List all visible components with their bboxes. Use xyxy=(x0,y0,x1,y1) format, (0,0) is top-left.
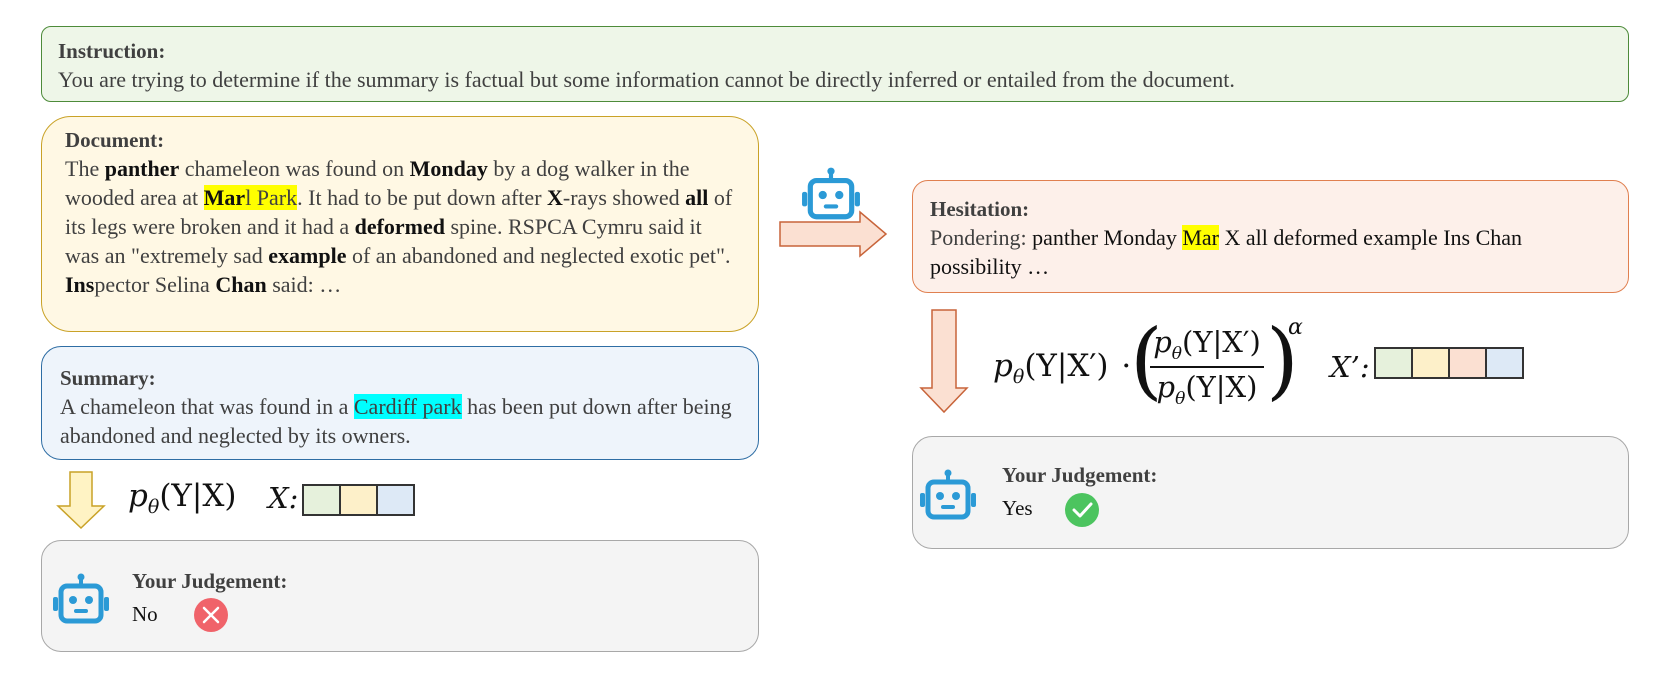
judgement-box-right: Your Judgement: Yes xyxy=(912,436,1629,549)
judgement-value: No xyxy=(132,602,158,626)
formula-right-paren: ) xyxy=(1266,311,1299,409)
instruction-label: Instruction: xyxy=(58,39,166,63)
x-prime-label: X’: xyxy=(1330,350,1370,384)
x-label-left: X: xyxy=(268,481,299,515)
robot-icon xyxy=(920,469,976,520)
hesitation-label: Hesitation: xyxy=(930,197,1030,221)
token-blue xyxy=(1487,349,1522,377)
formula-left-paren: ( xyxy=(1130,311,1163,409)
token-blocks-right xyxy=(1374,347,1524,379)
down-arrow-orange xyxy=(919,309,969,414)
token-yellow xyxy=(341,486,378,514)
document-label: Document: xyxy=(65,128,165,152)
token-green xyxy=(1376,349,1413,377)
robot-icon xyxy=(53,573,109,624)
fraction-bar xyxy=(1150,365,1264,368)
hesitation-highlight: Mar xyxy=(1182,225,1220,250)
judgement-label: Your Judgement: xyxy=(132,569,288,593)
judgement-box-left: Your Judgement: No xyxy=(41,540,759,652)
summary-box: Summary: A chameleon that was found in a… xyxy=(41,346,759,460)
instruction-text: You are trying to determine if the summa… xyxy=(58,67,1235,92)
hesitation-box: Hesitation: Pondering: panther Monday Ma… xyxy=(912,180,1629,293)
instruction-box: Instruction: You are trying to determine… xyxy=(41,26,1629,102)
token-blocks-left xyxy=(302,484,415,516)
formula-right-prefix: pθ(Y|X′) · xyxy=(993,348,1132,389)
check-icon xyxy=(1065,493,1099,527)
hesitation-text: Pondering: panther Monday Mar X all defo… xyxy=(930,225,1523,279)
fraction-denominator: pθ(Y|X) xyxy=(1156,369,1258,409)
formula-left: pθ(Y|X) xyxy=(128,478,237,519)
right-arrow-orange xyxy=(779,210,888,258)
down-arrow-yellow xyxy=(56,471,106,530)
token-green xyxy=(304,486,341,514)
summary-text: A chameleon that was found in a Cardiff … xyxy=(60,394,732,448)
formula-fraction: pθ(Y|X′) pθ(Y|X) xyxy=(1150,325,1264,409)
document-text: The panther chameleon was found on Monda… xyxy=(65,156,733,297)
robot-icon-middle xyxy=(802,167,860,220)
token-yellow xyxy=(1413,349,1450,377)
summary-label: Summary: xyxy=(60,366,156,390)
document-box: Document: The panther chameleon was foun… xyxy=(41,116,759,332)
summary-highlight: Cardiff park xyxy=(353,394,462,419)
cross-icon xyxy=(194,598,228,632)
token-blue xyxy=(378,486,413,514)
token-orange xyxy=(1450,349,1487,377)
formula-exponent: α xyxy=(1288,315,1303,340)
judgement-value: Yes xyxy=(1002,496,1033,520)
fraction-numerator: pθ(Y|X′) xyxy=(1153,325,1261,364)
judgement-label: Your Judgement: xyxy=(1002,463,1158,487)
